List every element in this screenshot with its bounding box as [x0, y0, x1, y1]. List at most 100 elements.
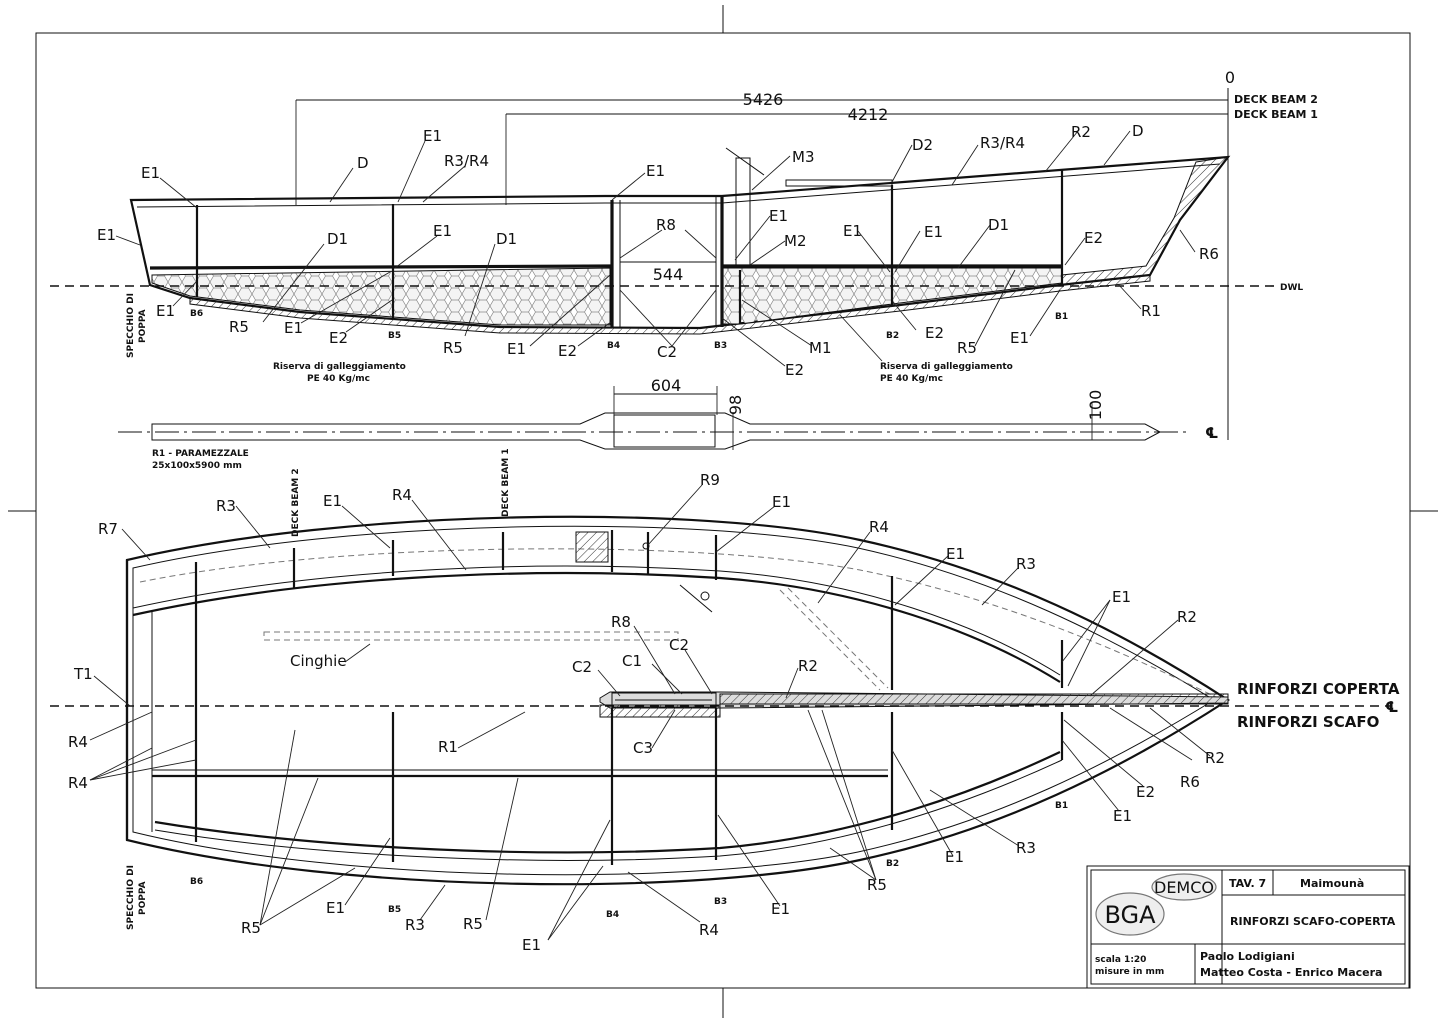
- logo-demco-text: DEMCO: [1154, 878, 1214, 897]
- flotation-note-fwd: Riserva di galleggiamento: [880, 362, 1013, 372]
- plan-label-c2: C2: [669, 636, 689, 654]
- plan-label-e1: E1: [771, 900, 790, 918]
- plan-label-t1: T1: [73, 665, 93, 683]
- dim-604: 604: [651, 376, 682, 395]
- plan-view: DECK BEAM 2 DECK BEAM 1 SPECCHIO DI POPP…: [50, 448, 1400, 954]
- label-e1: E1: [433, 222, 452, 240]
- label-e1: E1: [97, 226, 116, 244]
- plan-label-r2: R2: [798, 657, 818, 675]
- label-d1: D1: [988, 216, 1009, 234]
- plan-bulkhead-b2: B2: [886, 859, 899, 869]
- plan-label-r2: R2: [1205, 749, 1225, 767]
- dwl-label: DWL: [1280, 283, 1303, 293]
- plan-label-e1: E1: [323, 492, 342, 510]
- plan-bulkhead-b5: B5: [388, 905, 401, 915]
- plan-label-e1: E1: [326, 899, 345, 917]
- label-d2: D2: [912, 136, 933, 154]
- label-m2: M2: [784, 232, 807, 250]
- plan-transom-label-2: POPPA: [138, 881, 148, 915]
- plan-label-r4: R4: [68, 774, 88, 792]
- plan-label-r7: R7: [98, 520, 118, 538]
- sheet-frame: [8, 5, 1438, 1018]
- bulkhead-b5: B5: [388, 331, 401, 341]
- bulkhead-b3: B3: [714, 341, 727, 351]
- plan-label-r8: R8: [611, 613, 631, 631]
- keelson-name: R1 - PARAMEZZALE: [152, 449, 249, 459]
- plan-bulkhead-b6: B6: [190, 877, 203, 887]
- plan-bulkhead-b1: B1: [1055, 801, 1068, 811]
- label-e2: E2: [1084, 229, 1103, 247]
- dim-5426: 5426: [743, 90, 784, 109]
- label-r5: R5: [957, 339, 977, 357]
- plan-transom-label-1: SPECCHIO DI: [126, 865, 136, 930]
- plan-label-r3: R3: [216, 497, 236, 515]
- author-1: Paolo Lodigiani: [1200, 950, 1295, 963]
- plan-label-r5: R5: [867, 876, 887, 894]
- dim-zero: 0: [1225, 68, 1235, 87]
- sheet-title: RINFORZI SCAFO-COPERTA: [1230, 915, 1396, 928]
- label-e1: E1: [156, 302, 175, 320]
- label-m1: M1: [809, 339, 832, 357]
- label-e2: E2: [925, 324, 944, 342]
- plan-label-c1: C1: [622, 652, 642, 670]
- plan-label-r4: R4: [392, 486, 412, 504]
- plan-label-r5: R5: [463, 915, 483, 933]
- flotation-density-aft: PE 40 Kg/mc: [307, 374, 370, 384]
- tav-number: TAV. 7: [1229, 877, 1266, 890]
- deck-beam-1-label: DECK BEAM 1: [1234, 108, 1318, 121]
- label-r5: R5: [443, 339, 463, 357]
- label-e1: E1: [843, 222, 862, 240]
- label-e2: E2: [558, 342, 577, 360]
- plan-label-r4: R4: [699, 921, 719, 939]
- centerline-symbol: ℄: [1205, 424, 1218, 442]
- plan-label-e2: E2: [1136, 783, 1155, 801]
- keelson-size: 25x100x5900 mm: [152, 461, 242, 471]
- dim-544: 544: [653, 265, 684, 284]
- plan-label-e1: E1: [772, 493, 791, 511]
- title-block: DEMCO BGA TAV. 7 Maimounà RINFORZI SCAFO…: [1086, 865, 1410, 989]
- plan-label-r3: R3: [405, 916, 425, 934]
- plan-deck-beam-2: DECK BEAM 2: [291, 468, 301, 537]
- bga-demco-logo: DEMCO BGA: [1095, 873, 1217, 936]
- dim-100: 100: [1086, 390, 1105, 421]
- profile-view: 5426 4212 0 DECK BEAM 2 DECK BEAM 1: [50, 68, 1318, 440]
- bulkhead-b2: B2: [886, 331, 899, 341]
- label-e1: E1: [1010, 329, 1029, 347]
- plan-label-r3: R3: [1016, 555, 1036, 573]
- plan-label-c2: C2: [572, 658, 592, 676]
- plan-label-r4: R4: [869, 518, 889, 536]
- label-r2: R2: [1071, 123, 1091, 141]
- label-r8: R8: [656, 216, 676, 234]
- authors-2: Matteo Costa - Enrico Macera: [1200, 966, 1382, 979]
- scale-label: scala 1:20: [1095, 955, 1146, 965]
- plan-label-r1: R1: [438, 738, 458, 756]
- label-e1: E1: [284, 319, 303, 337]
- label-d: D: [357, 154, 369, 172]
- plan-label-r9: R9: [700, 471, 720, 489]
- plan-label-r6: R6: [1180, 773, 1200, 791]
- plan-bulkhead-b3: B3: [714, 897, 727, 907]
- label-e2: E2: [785, 361, 804, 379]
- label-r6: R6: [1199, 245, 1219, 263]
- dim-4212: 4212: [848, 105, 889, 124]
- plan-label-e1: E1: [1112, 588, 1131, 606]
- label-c2: C2: [657, 343, 677, 361]
- flotation-density-fwd: PE 40 Kg/mc: [880, 374, 943, 384]
- plan-centerline-symbol: ℄: [1385, 698, 1398, 716]
- label-e1: E1: [507, 340, 526, 358]
- label-e1: E1: [769, 207, 788, 225]
- label-e2: E2: [329, 329, 348, 347]
- label-e1: E1: [423, 127, 442, 145]
- label-r3-r4: R3/R4: [980, 134, 1025, 152]
- label-r1: R1: [1141, 302, 1161, 320]
- label-r3-r4: R3/R4: [444, 152, 489, 170]
- plan-bulkhead-b4: B4: [606, 910, 619, 920]
- label-d1: D1: [496, 230, 517, 248]
- boat-name: Maimounà: [1300, 877, 1364, 890]
- label-e1: E1: [646, 162, 665, 180]
- keelson-view: 604 98 100 ℄ R1 - PARAMEZZALE 25x100x590…: [118, 376, 1218, 471]
- dim-98: 98: [726, 395, 745, 415]
- plan-label-r2: R2: [1177, 608, 1197, 626]
- plan-label-r5: R5: [241, 919, 261, 937]
